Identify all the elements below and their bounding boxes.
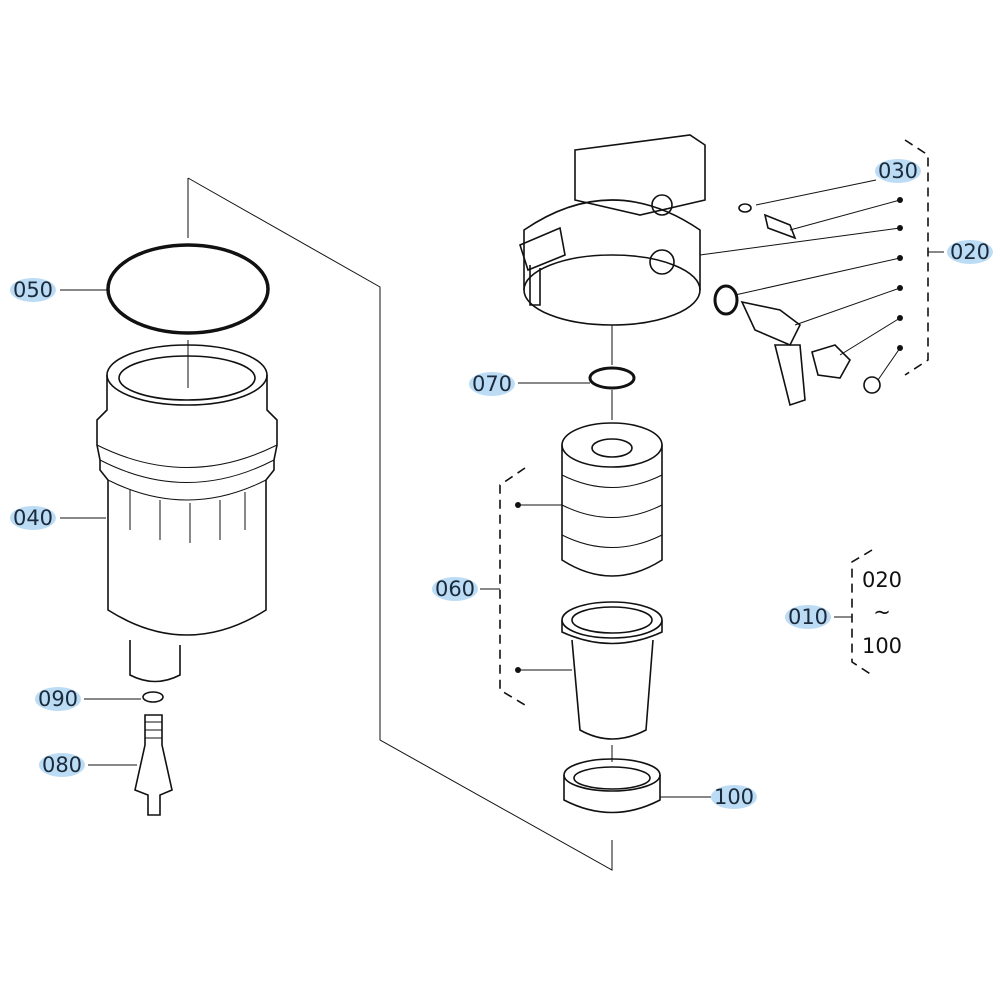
callout-090[interactable]: 090 xyxy=(34,687,82,711)
callout-020[interactable]: 020 xyxy=(946,240,994,264)
part-020-filter-head xyxy=(519,134,706,326)
part-090-o-ring xyxy=(142,691,164,703)
callout-050[interactable]: 050 xyxy=(9,278,57,302)
part-040-bowl xyxy=(96,344,278,683)
callout-100[interactable]: 100 xyxy=(710,785,758,809)
callout-080[interactable]: 080 xyxy=(38,753,86,777)
callout-030[interactable]: 030 xyxy=(874,159,922,183)
callout-060[interactable]: 060 xyxy=(431,577,479,601)
range-separator: ~ xyxy=(873,600,891,624)
callout-070[interactable]: 070 xyxy=(468,372,516,396)
part-070-o-ring xyxy=(588,366,636,390)
part-080-drain-plug xyxy=(134,714,173,816)
assembly-bracket-010 xyxy=(851,549,873,676)
callout-040[interactable]: 040 xyxy=(9,506,57,530)
leader-lines-020 xyxy=(699,139,944,381)
callout-010[interactable]: 010 xyxy=(784,605,832,629)
part-100-ring xyxy=(563,758,661,814)
part-060-filter-element xyxy=(561,422,663,740)
range-to: 100 xyxy=(861,634,903,658)
part-050-o-ring xyxy=(106,243,270,335)
range-from: 020 xyxy=(861,568,903,592)
part-o-ring-small xyxy=(713,284,739,316)
